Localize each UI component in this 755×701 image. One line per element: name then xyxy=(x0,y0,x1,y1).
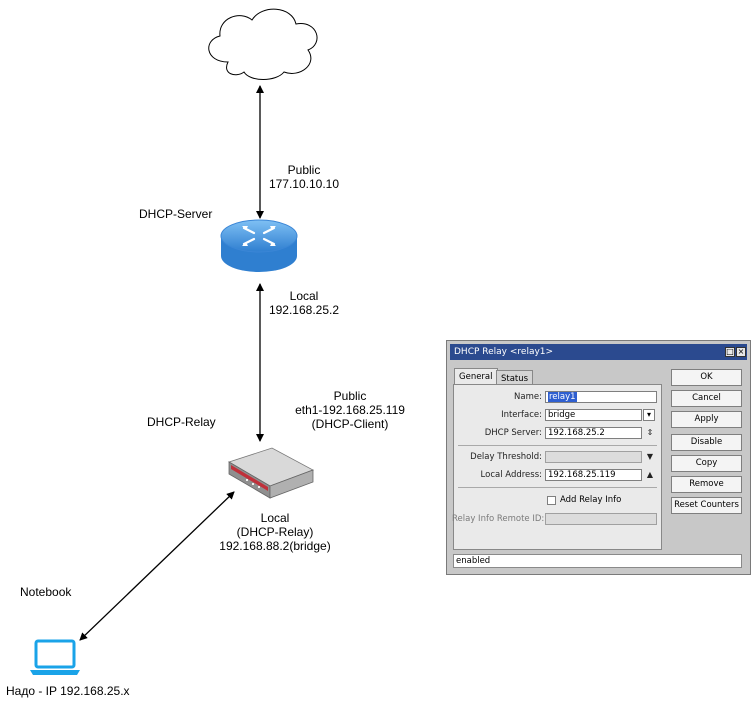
relay-public-label: Public xyxy=(333,389,367,403)
add-relay-info-checkbox[interactable] xyxy=(547,496,556,505)
notebook-note: Надо - IP 192.168.25.x xyxy=(6,684,130,698)
dhcp-server-updown-icon[interactable]: ⇕ xyxy=(646,428,654,437)
local-ip: 192.168.25.2 xyxy=(268,303,340,317)
local-address-field[interactable]: 192.168.25.119 xyxy=(545,469,642,481)
dialog-title: DHCP Relay <relay1> xyxy=(454,347,554,357)
local-label: Local xyxy=(289,289,319,303)
delay-threshold-expand-icon[interactable]: ▼ xyxy=(646,452,654,461)
interface-dropdown-icon[interactable]: ▾ xyxy=(643,409,655,421)
tab-status[interactable]: Status xyxy=(496,370,534,386)
disable-button[interactable]: Disable xyxy=(671,434,742,451)
general-panel: Name: relay1 Interface: bridge ▾ DHCP Se… xyxy=(452,384,662,550)
relay-public-block: Public eth1-192.168.25.119 (DHCP-Client) xyxy=(290,389,410,431)
relay-local-mode: (DHCP-Relay) xyxy=(236,525,314,539)
router-icon xyxy=(220,219,298,272)
dhcp-relay-label: DHCP-Relay xyxy=(147,415,216,429)
name-value: relay1 xyxy=(548,392,577,402)
laptop-icon xyxy=(30,639,80,675)
reset-counters-button[interactable]: Reset Counters xyxy=(671,497,742,514)
separator xyxy=(458,487,657,488)
local-address-label: Local Address: xyxy=(480,470,542,480)
status-bar: enabled xyxy=(453,554,742,568)
cancel-button[interactable]: Cancel xyxy=(671,390,742,407)
relay-local-block: Local (DHCP-Relay) 192.168.88.2(bridge) xyxy=(210,511,340,553)
delay-threshold-label: Delay Threshold: xyxy=(470,452,542,462)
dhcp-server-label: DHCP-Server xyxy=(139,207,213,221)
dhcp-server-field[interactable]: 192.168.25.2 xyxy=(545,427,642,439)
local-address-collapse-icon[interactable]: ▲ xyxy=(646,470,654,479)
add-relay-info-label: Add Relay Info xyxy=(560,495,622,505)
relay-info-remote-id-field[interactable] xyxy=(545,513,657,525)
dialog-titlebar[interactable]: DHCP Relay <relay1> xyxy=(450,344,747,360)
copy-button[interactable]: Copy xyxy=(671,455,742,472)
tab-general[interactable]: General xyxy=(454,368,498,385)
link-relay-laptop xyxy=(79,491,235,641)
notebook-label: Notebook xyxy=(20,585,72,599)
relay-local-label: Local xyxy=(260,511,290,525)
local-link-label: Local 192.168.25.2 xyxy=(262,289,346,317)
public-label: Public xyxy=(287,163,321,177)
relay-device-icon xyxy=(228,447,314,499)
name-label: Name: xyxy=(514,392,542,402)
relay-info-remote-id-label: Relay Info Remote ID: xyxy=(452,514,545,524)
interface-select[interactable]: bridge xyxy=(545,409,642,421)
ok-button[interactable]: OK xyxy=(671,369,742,386)
remove-button[interactable]: Remove xyxy=(671,476,742,493)
close-icon[interactable]: × xyxy=(736,347,746,357)
cloud-icon xyxy=(208,8,318,80)
public-link-label: Public 177.10.10.10 xyxy=(262,163,346,191)
relay-public-eth: eth1-192.168.25.119 xyxy=(295,403,405,417)
dhcp-server-field-label: DHCP Server: xyxy=(484,428,542,438)
separator xyxy=(458,445,657,446)
apply-button[interactable]: Apply xyxy=(671,411,742,428)
relay-local-ip: 192.168.88.2(bridge) xyxy=(219,539,331,553)
delay-threshold-field[interactable] xyxy=(545,451,642,463)
public-ip: 177.10.10.10 xyxy=(268,177,340,191)
maximize-icon[interactable]: □ xyxy=(725,347,735,357)
dhcp-relay-dialog: DHCP Relay <relay1> □ × General Status N… xyxy=(446,340,751,575)
relay-public-mode: (DHCP-Client) xyxy=(311,417,389,431)
name-field[interactable]: relay1 xyxy=(545,391,657,403)
interface-label: Interface: xyxy=(501,410,542,420)
